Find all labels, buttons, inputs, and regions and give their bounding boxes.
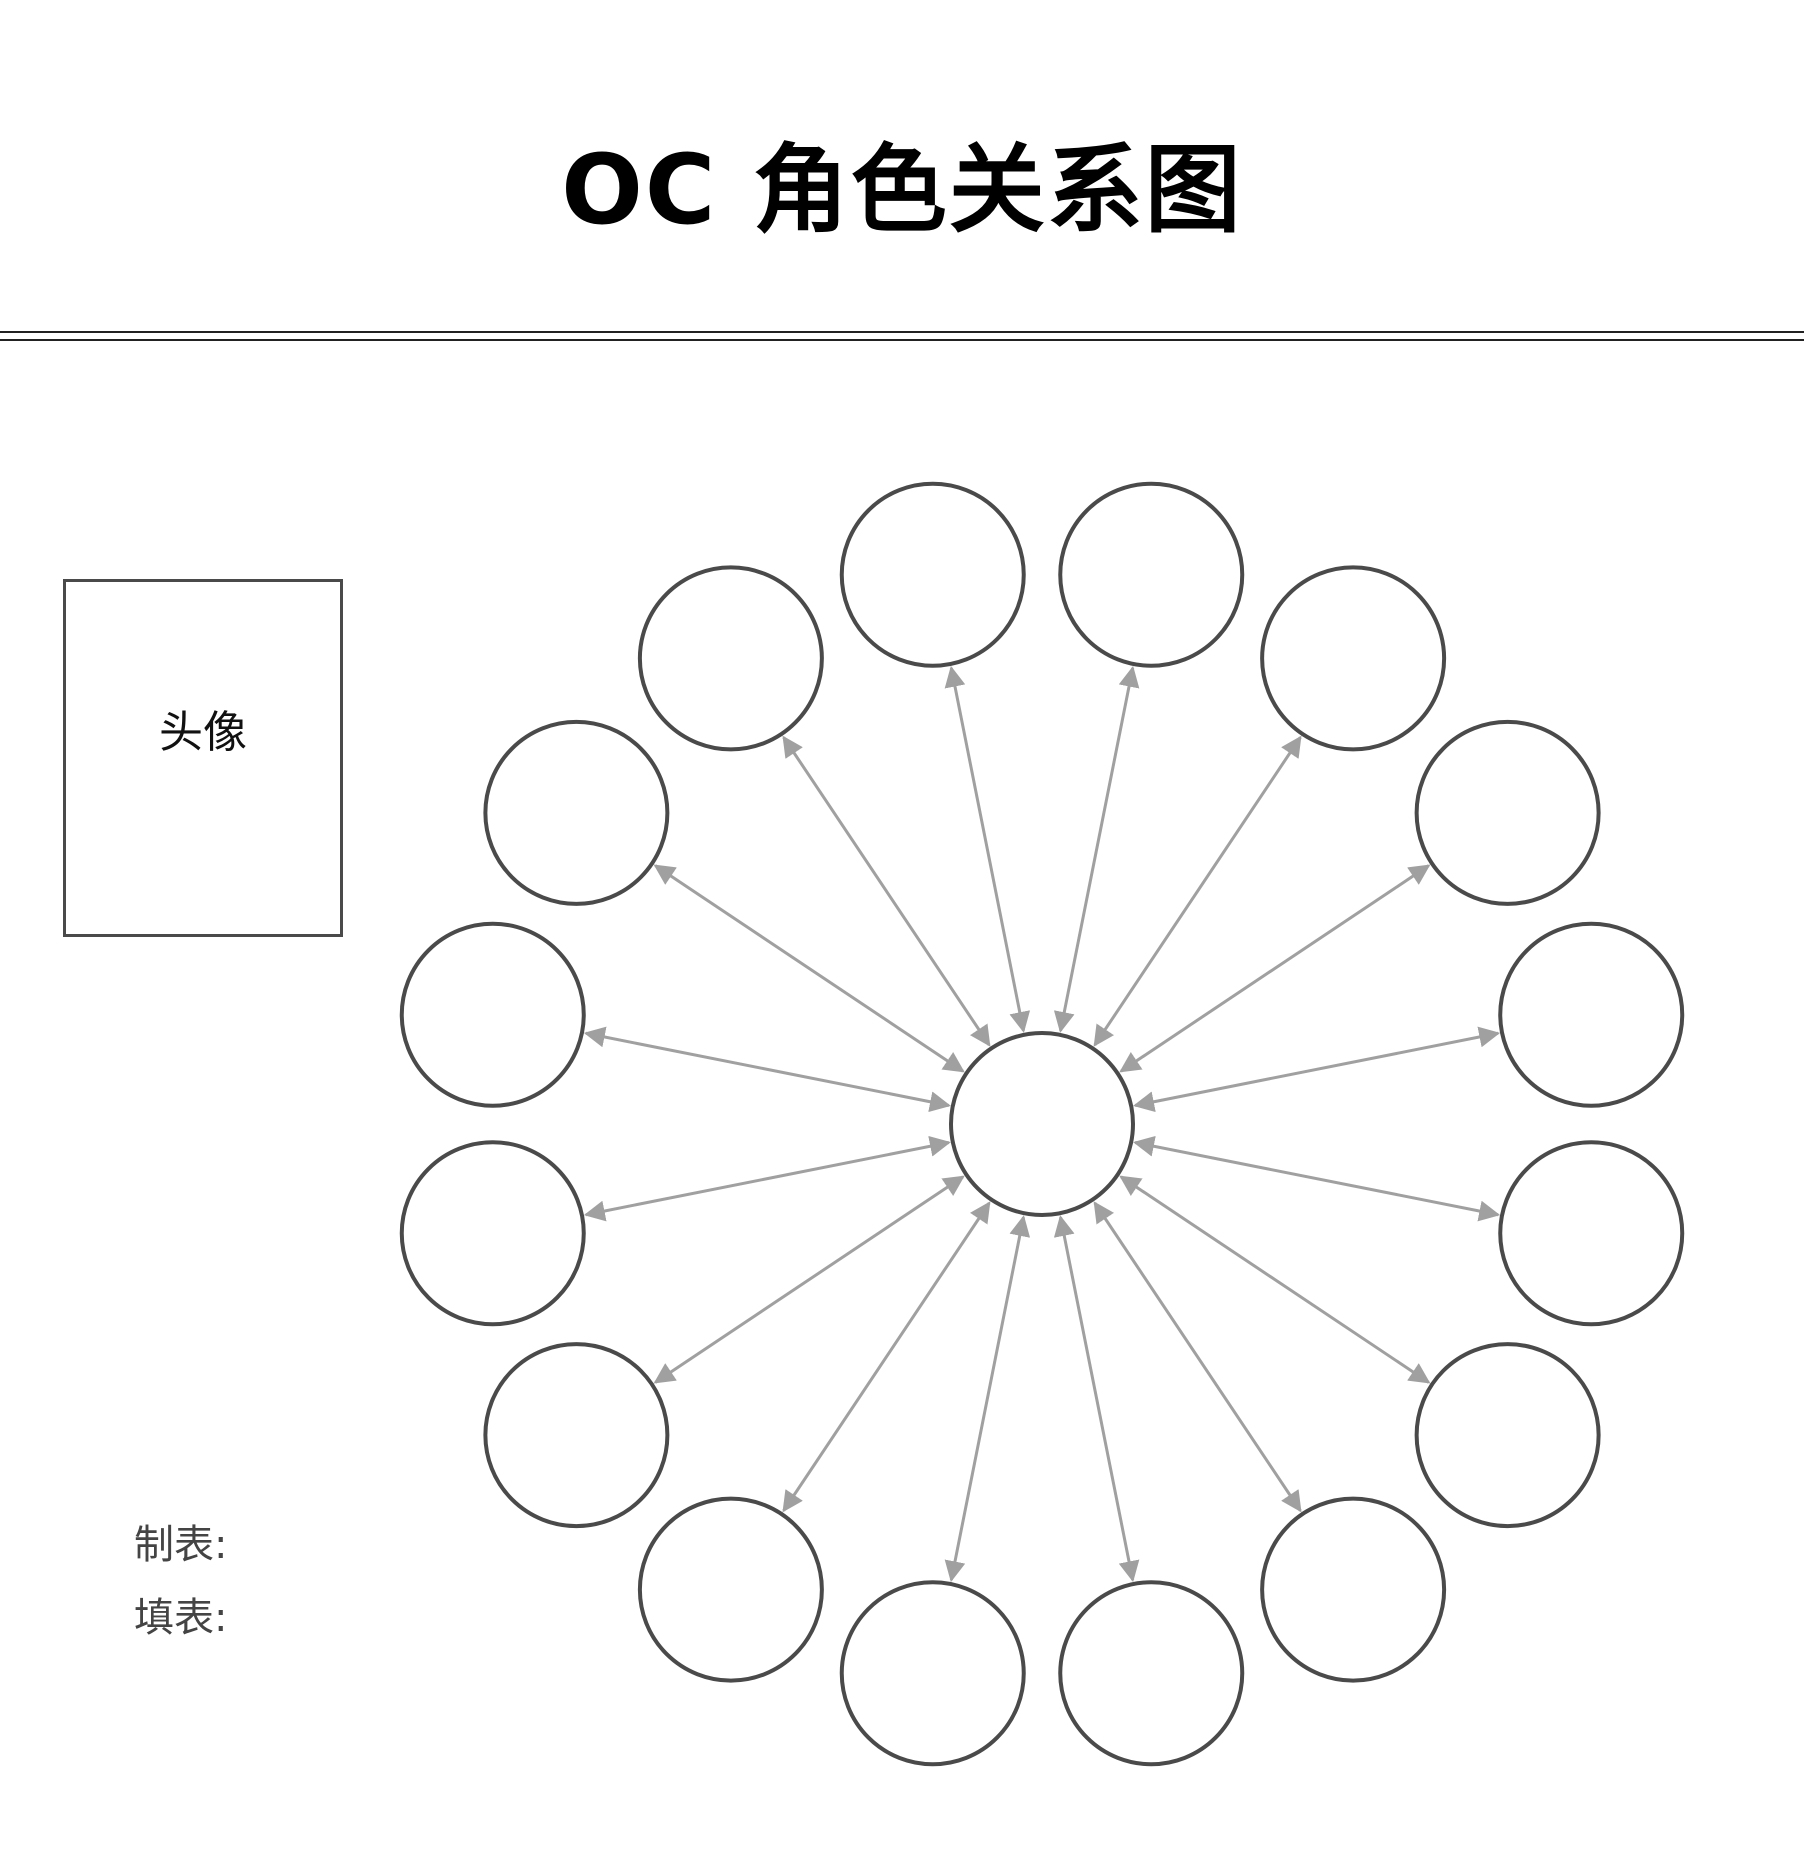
relationship-arrow-14 [653,864,965,1073]
relationship-arrow-6 [1119,1175,1431,1384]
character-node-2[interactable] [1260,565,1447,752]
page-title: OC 角色关系图 [561,134,1243,246]
character-node-11[interactable] [483,1342,670,1529]
relationship-links [583,665,1501,1583]
character-node-16[interactable] [839,481,1026,668]
relationship-arrow-15 [782,735,991,1047]
character-node-7[interactable] [1260,1496,1447,1683]
relationship-arrow-16 [944,665,1031,1033]
relationship-arrow-11 [653,1175,965,1384]
character-node-9[interactable] [839,1580,1026,1767]
relationship-arrow-1 [1053,665,1140,1033]
character-node-6[interactable] [1414,1342,1601,1529]
character-node-12[interactable] [399,1140,586,1327]
relationship-arrow-2 [1093,735,1302,1047]
relationship-arrow-3 [1119,864,1431,1073]
made-by-label: 制表: [134,1522,228,1568]
character-node-13[interactable] [399,921,586,1108]
character-node-15[interactable] [637,565,824,752]
relationship-arrow-10 [782,1201,991,1513]
character-node-3[interactable] [1414,719,1601,906]
character-nodes [399,481,1685,1767]
relationship-arrow-9 [944,1215,1031,1583]
relationship-arrow-13 [583,1026,951,1113]
character-node-14[interactable] [483,719,670,906]
character-node-1[interactable] [1058,481,1245,668]
relationship-arrow-4 [1133,1026,1501,1113]
relationship-arrow-7 [1093,1201,1302,1513]
center-character-node[interactable] [949,1031,1135,1217]
relationship-arrow-5 [1133,1135,1501,1222]
avatar-box[interactable]: 头像 [63,579,343,937]
relationship-arrow-12 [583,1135,951,1222]
title-divider-top [0,331,1804,333]
character-node-4[interactable] [1498,921,1685,1108]
filled-by-label: 填表: [134,1595,228,1641]
relationship-arrow-8 [1053,1215,1140,1583]
character-node-10[interactable] [637,1496,824,1683]
avatar-label: 头像 [159,707,247,758]
title-divider-bottom [0,339,1804,341]
character-node-8[interactable] [1058,1580,1245,1767]
character-node-5[interactable] [1498,1140,1685,1327]
